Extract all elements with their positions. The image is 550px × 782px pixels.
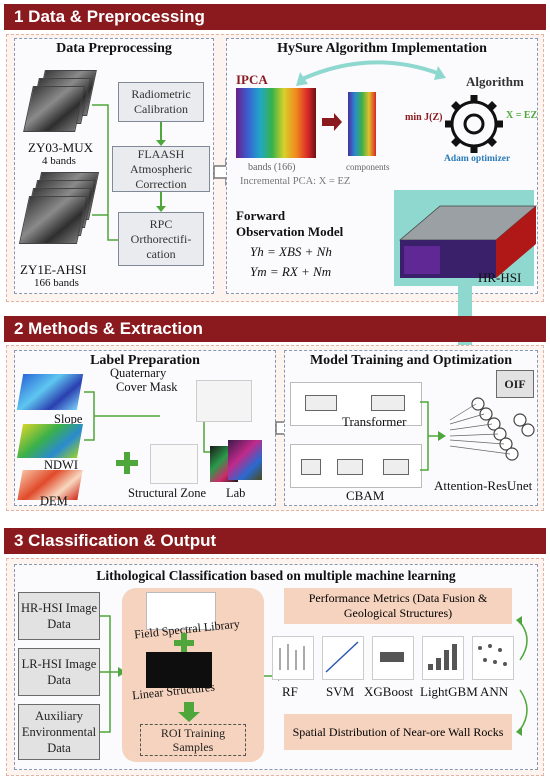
ahsi-bands: 166 bands	[34, 277, 79, 289]
components-label: components	[346, 162, 390, 172]
performance-metrics-box: Performance Metrics (Data Fusion & Geolo…	[284, 588, 512, 624]
minj-label: min J(Z)	[405, 112, 443, 123]
ipca-label: IPCA	[236, 72, 268, 87]
transformer-diagram	[290, 382, 422, 426]
input-auxiliary-box: Auxiliary Environmental Data	[18, 704, 100, 760]
roi-samples-box: ROI Training Samples	[140, 724, 246, 756]
cbam-diagram	[290, 444, 422, 488]
cover-mask-label: Quaternary	[110, 366, 167, 380]
cbam-label: CBAM	[346, 488, 385, 503]
algorithm-label: Algorithm	[466, 74, 524, 89]
cbam-block	[337, 459, 363, 475]
ndwi-label: NDWI	[44, 458, 79, 472]
bands-label: bands (166)	[248, 162, 296, 173]
mux-bands: 4 bands	[42, 155, 76, 167]
attention-resunet-diagram	[420, 397, 535, 471]
spatial-distribution-box: Spatial Distribution of Near-ore Wall Ro…	[284, 714, 512, 750]
cbam-block	[301, 459, 321, 475]
forward-title: Observation Model	[236, 224, 344, 239]
cover-mask-image	[196, 380, 252, 422]
gear-icon	[445, 95, 503, 153]
model-label-lightgbm: LightGBM	[420, 684, 478, 699]
radiometric-calibration-box: Radiometric Calibration	[118, 82, 204, 122]
bands-spectrum	[236, 88, 316, 158]
equation-ym: Ym = RX + Nm	[250, 264, 332, 279]
ipca-arrow	[322, 113, 342, 131]
model-label-rf: RF	[282, 684, 298, 699]
section3-banner: 3 Classification & Output	[4, 528, 546, 554]
mux-label: ZY03-MUX	[28, 140, 93, 155]
linear-structures-image	[146, 652, 212, 688]
dem-label: DEM	[40, 494, 68, 508]
hrhsi-label: HR-HSI	[478, 270, 522, 285]
rf-chart	[272, 636, 314, 680]
structural-zone-label: Structural Zone	[128, 486, 207, 500]
lab-label: Lab	[226, 486, 246, 500]
slope-label: Slope	[54, 412, 83, 426]
model-label-xgboost: XGBoost	[364, 684, 414, 699]
attention-resunet-label: Attention-ResUnet	[434, 478, 533, 493]
oif-box: OIF	[496, 370, 534, 398]
cover-mask-label: Cover Mask	[116, 380, 178, 394]
transformer-label: Transformer	[342, 414, 407, 429]
components-spectrum	[348, 92, 376, 156]
field-library-chart	[146, 592, 216, 630]
section1-banner: 1 Data & Preprocessing	[4, 4, 546, 30]
plus-icon	[116, 452, 138, 474]
xez-label: X = EZ	[506, 110, 538, 121]
input-lrhsi-box: LR-HSI Image Data	[18, 648, 100, 696]
section2-banner: 2 Methods & Extraction	[4, 316, 546, 342]
panel-title: Model Training and Optimization	[309, 353, 513, 368]
panel-title: HySure Algorithm Implementation	[277, 41, 487, 56]
equation-yh: Yh = XBS + Nh	[250, 244, 332, 259]
model-label-ann: ANN	[480, 684, 509, 699]
cbam-block	[383, 459, 409, 475]
flaash-correction-box: FLAASH Atmospheric Correction	[112, 146, 210, 192]
hrhsi-cube	[398, 205, 538, 278]
rpc-orthorectification-box: RPC Orthorectifi-cation	[118, 212, 204, 266]
panel-title: Lithological Classification based on mul…	[96, 568, 456, 583]
ahsi-label: ZY1E-AHSI	[20, 262, 87, 277]
adam-label: Adam optimizer	[444, 154, 511, 164]
incremental-pca-label: Incremental PCA: X = EZ	[240, 176, 351, 187]
panel-title: Data Preprocessing	[56, 41, 172, 56]
model-label-svm: SVM	[326, 684, 355, 699]
lab-image	[228, 440, 262, 480]
structural-zone-image	[150, 444, 198, 484]
teal-curve-arrow	[296, 60, 446, 86]
transformer-block	[305, 395, 337, 411]
input-hrhsi-box: HR-HSI Image Data	[18, 592, 100, 640]
forward-title: Forward	[236, 208, 286, 223]
transformer-block	[371, 395, 405, 411]
panel-title: Label Preparation	[90, 353, 200, 368]
ann-chart	[472, 636, 514, 680]
